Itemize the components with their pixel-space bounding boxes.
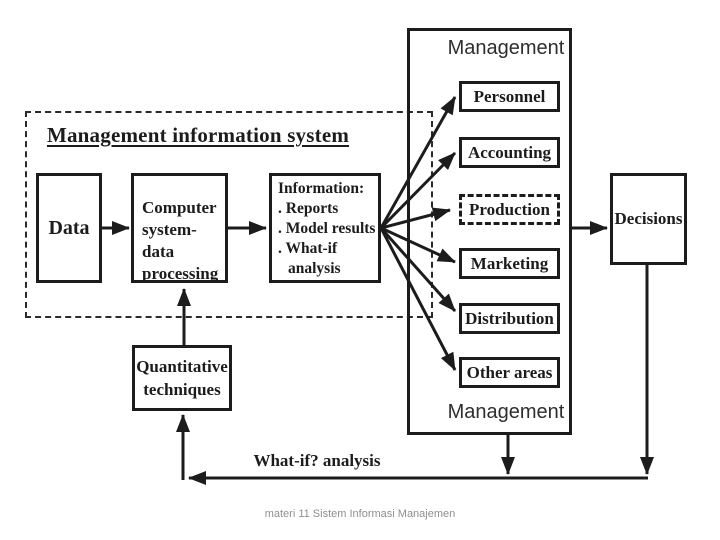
slide-caption: materi 11 Sistem Informasi Manajemen	[264, 508, 456, 520]
information-box-line: Information:	[278, 180, 365, 197]
data-box: Data	[36, 173, 102, 283]
whatif-analysis-label: What-if? analysis	[253, 451, 381, 470]
quantitative-techniques-box: Quantitative techniques	[132, 345, 232, 411]
management-label-top: Management	[447, 37, 565, 59]
computer-box-line: processing	[142, 264, 219, 283]
computer-box-line: Computer	[142, 198, 217, 217]
department-box-personnel: Personnel	[459, 81, 560, 112]
information-box: Information: . Reports . Model results .…	[269, 173, 381, 283]
information-box-line: . What-if	[278, 240, 338, 257]
department-box-accounting: Accounting	[459, 137, 560, 168]
quantitative-box-line: techniques	[143, 380, 221, 399]
diagram-title: Management information system	[46, 123, 350, 147]
computer-box-line: system-data	[142, 220, 197, 261]
department-box-production: Production	[459, 194, 560, 225]
department-box-marketing: Marketing	[459, 248, 560, 279]
department-box-other-areas: Other areas	[459, 357, 560, 388]
department-box-distribution: Distribution	[459, 303, 560, 334]
quantitative-box-line: Quantitative	[136, 357, 228, 376]
information-box-line: analysis	[288, 260, 341, 277]
decisions-box: Decisions	[610, 173, 687, 265]
computer-processing-box: Computer system-data processing	[131, 173, 228, 283]
management-label-bottom: Management	[447, 401, 565, 423]
information-box-line: . Reports	[278, 200, 339, 217]
information-box-line: . Model results	[278, 220, 376, 237]
